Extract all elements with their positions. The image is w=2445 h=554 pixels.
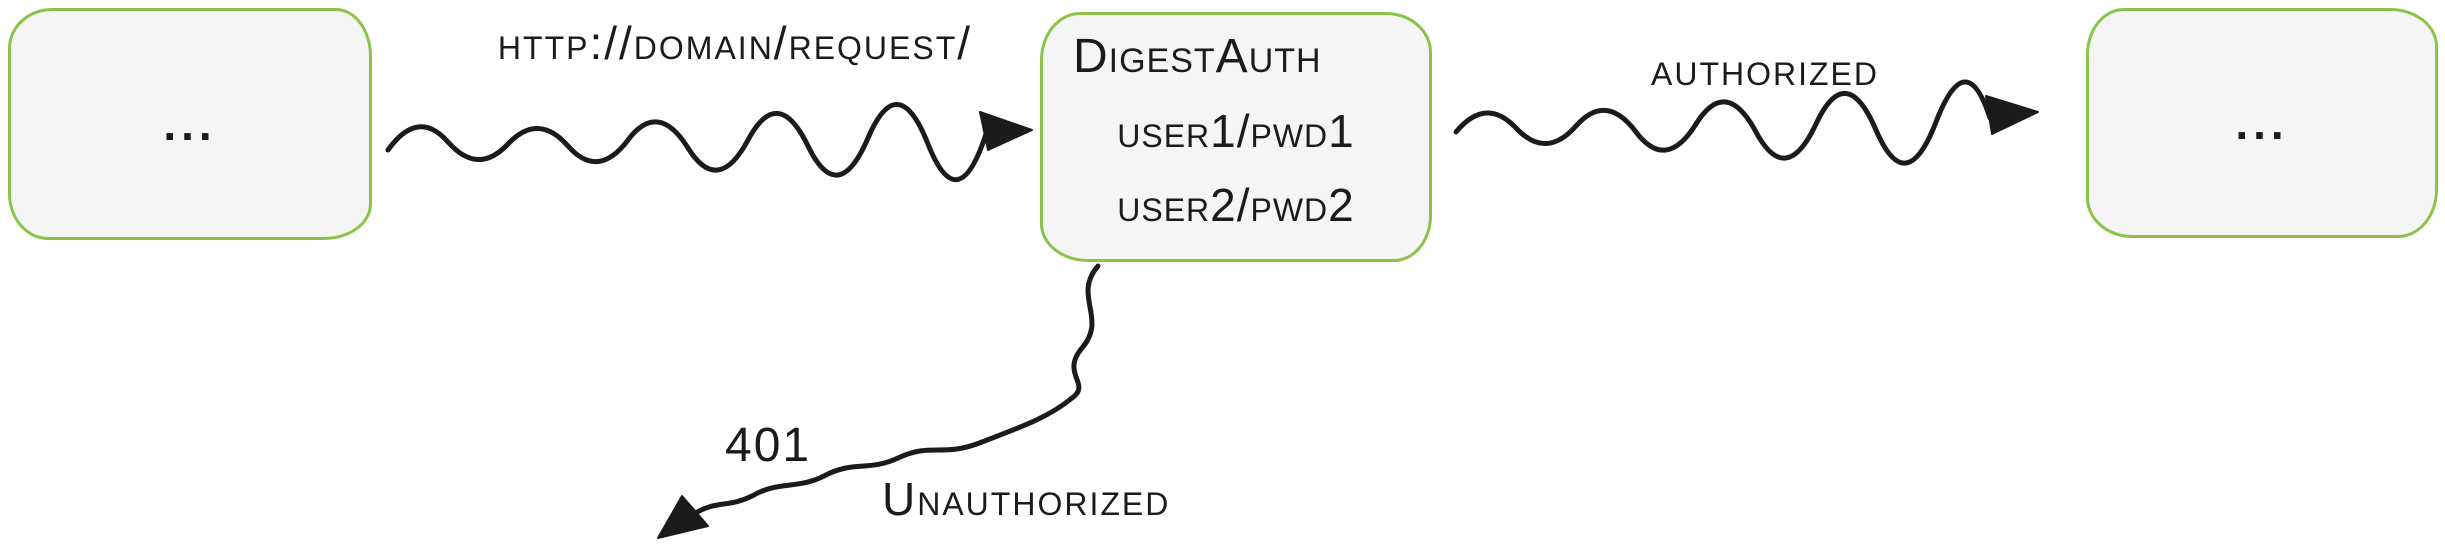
unauthorized-arrow-line xyxy=(691,263,1101,517)
client-node-label: ... xyxy=(163,98,217,150)
unauthorized-arrow xyxy=(657,263,1101,539)
unauthorized-label: Unauthorized xyxy=(882,473,1171,525)
authorized-label: authorized xyxy=(1651,43,1879,95)
server-node-label: ... xyxy=(2235,97,2289,149)
request-arrow xyxy=(385,102,1033,182)
digest-auth-node: DigestAuth user1/pwd1 user2/pwd2 xyxy=(1040,12,1432,262)
client-node: ... xyxy=(8,8,372,240)
credential-line-2: user2/pwd2 xyxy=(1117,179,1355,231)
authorized-arrowhead-icon xyxy=(1985,95,2039,135)
server-node: ... xyxy=(2086,8,2438,238)
authorized-arrow xyxy=(1453,79,2039,166)
credential-line-1: user1/pwd1 xyxy=(1117,105,1355,157)
request-arrowhead-icon xyxy=(979,111,1033,151)
unauthorized-arrowhead-icon xyxy=(657,495,709,539)
status-code-label: 401 xyxy=(725,419,812,472)
authorized-arrow-line xyxy=(1453,79,1993,166)
request-arrow-line xyxy=(385,102,989,182)
digest-auth-title: DigestAuth xyxy=(1073,30,1322,83)
request-url-label: http://domain/request/ xyxy=(497,17,973,69)
